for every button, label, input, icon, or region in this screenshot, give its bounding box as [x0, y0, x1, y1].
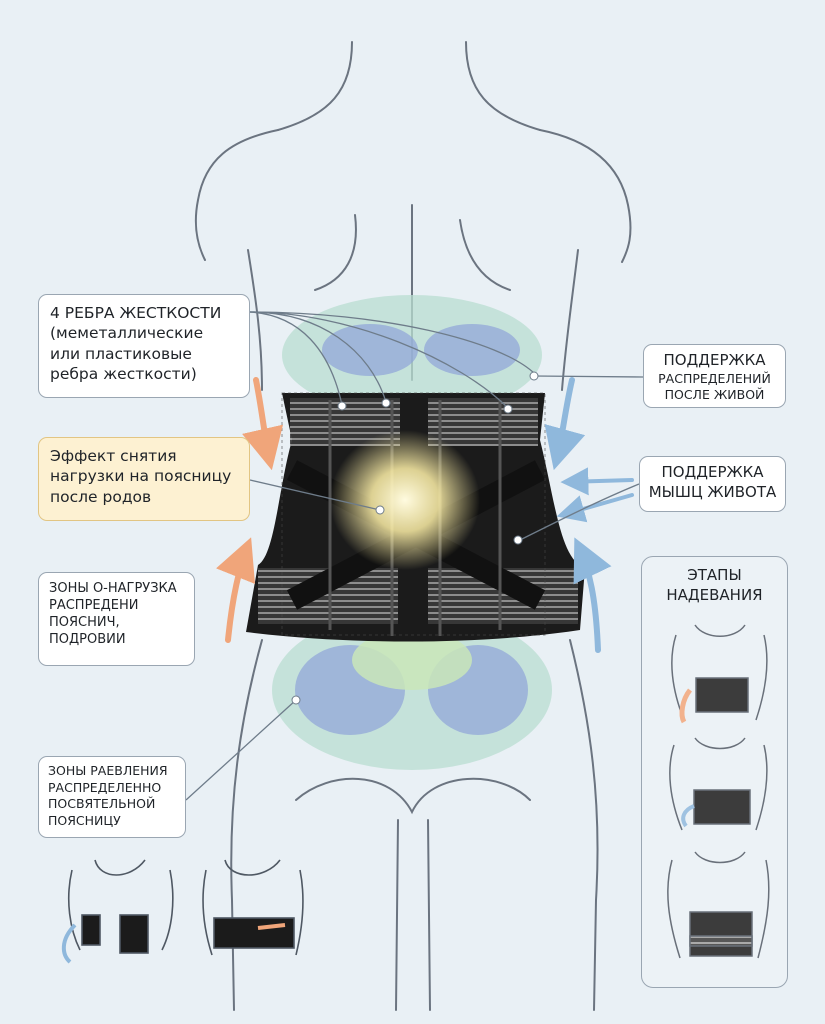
stage-figure-1: [671, 624, 768, 724]
callout-effect-line-2: нагрузки на поясницу: [50, 467, 232, 486]
stages-title-line-2: НАДЕВАНИЯ: [666, 585, 763, 604]
neck-left: [277, 41, 353, 131]
callout-zones2-line-3: ПОСВЯТЕЛЬНОЙ: [48, 796, 156, 811]
arrow-blue-mid-1: [560, 467, 634, 496]
torso-left: [247, 249, 263, 391]
callout-support1-line-1: ПОДДЕРЖКА: [663, 351, 766, 369]
callout-support2-line-1: ПОДДЕРЖКА: [661, 463, 764, 481]
pressure-zones: [272, 295, 552, 770]
hip-right: [569, 639, 599, 1011]
callout-support-distribution: ПОДДЕРЖКА РАСПРЕДЕЛЕНИЙ ПОСЛЕ ЖИВОЙ: [643, 344, 786, 408]
callout-support1-line-3: ПОСЛЕ ЖИВОЙ: [664, 387, 765, 403]
callout-ribs-line-4: ребра жесткости): [50, 365, 197, 384]
belt-stitch-border: [281, 392, 546, 636]
callout-zones2-line-1: ЗОНЫ РАЕВЛЕНИЯ: [48, 763, 168, 778]
pressure-arrows: [216, 377, 634, 653]
blade-left: [314, 214, 357, 291]
callout-zones1-line-4: ПОДРОВИИ: [49, 632, 126, 648]
hip-left: [230, 639, 263, 1011]
step-figure-2: [202, 859, 304, 956]
callout-ribs-line-3: или пластиковые: [50, 344, 192, 363]
callout-effect-line-3: после родов: [50, 487, 152, 506]
leader-lines: [185, 311, 644, 801]
callout-zones2-line-4: ПОЯСНИЦУ: [48, 812, 121, 828]
leg-gap: [395, 819, 431, 1011]
callout-zones1-line-3: ПОЯСНИЧ,: [49, 615, 120, 631]
callout-ribs-line-1: 4 РЕБРА ЖЕСТКОСТИ: [50, 304, 222, 322]
shoulder-left: [194, 129, 279, 261]
neck-right: [465, 41, 541, 131]
stages-title-line-1: ЭТАПЫ: [687, 566, 742, 584]
arrow-orange-upper: [242, 377, 284, 471]
blue-zone-upper-left: [322, 324, 418, 376]
callout-zones1-line-2: РАСПРЕДЕНИ: [49, 598, 139, 614]
blue-zone-upper-right: [424, 324, 520, 376]
callout-zones2-line-2: РАСПРЕДЕЛЕННО: [48, 779, 162, 795]
shoulder-right: [539, 129, 632, 263]
torso-right: [561, 249, 579, 391]
belt-top-mesh-right: [428, 398, 538, 446]
body-outline: [194, 41, 632, 1011]
stage-figure-2: [669, 737, 768, 831]
callout-load-zones: ЗОНЫ О-НАГРУЗКА РАСПРЕДЕНИ ПОЯСНИЧ, ПОДР…: [38, 572, 195, 666]
callout-support1-line-2: РАСПРЕДЕЛЕНИЙ: [658, 370, 771, 386]
step-figure-1: [61, 859, 174, 964]
callout-load-relief-effect: Эффект снятия нагрузки на поясницу после…: [38, 437, 250, 521]
callout-support-abdomen: ПОДДЕРЖКА МЫШЦ ЖИВОТА: [639, 456, 786, 512]
arrow-blue-upper: [544, 377, 586, 471]
arrow-blue-lower: [573, 537, 612, 653]
callout-stiffening-ribs: 4 РЕБРА ЖЕСТКОСТИ (меметаллические или п…: [38, 294, 250, 398]
callout-ribs-line-2: (меметаллические: [50, 324, 204, 343]
relief-glow: [330, 430, 480, 570]
stages-title: ЭТАПЫ НАДЕВАНИЯ: [641, 566, 788, 605]
callout-effect-line-1: Эффект снятия: [50, 447, 177, 465]
arrow-orange-lower: [216, 537, 256, 643]
callout-zones1-line-1: ЗОНЫ О-НАГРУЗКА: [49, 581, 177, 596]
callout-support2-line-2: МЫШЦ ЖИВОТА: [648, 482, 777, 501]
callout-relief-zones: ЗОНЫ РАЕВЛЕНИЯ РАСПРЕДЕЛЕННО ПОСВЯТЕЛЬНО…: [38, 756, 186, 838]
arrow-blue-mid-2: [556, 493, 634, 523]
support-belt: [246, 392, 585, 642]
blade-right: [459, 219, 511, 291]
buttocks: [295, 777, 531, 815]
leader-dots: [291, 371, 539, 705]
stage-figure-3: [667, 851, 770, 959]
stages-panel: [641, 556, 788, 988]
green-center-lower: [352, 630, 472, 690]
